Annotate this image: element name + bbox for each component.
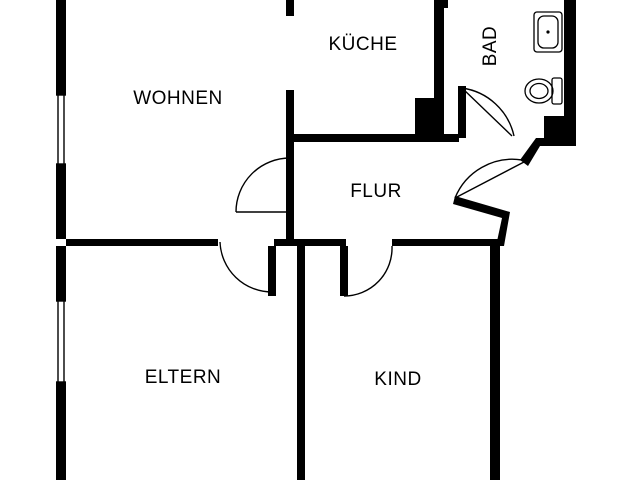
walls xyxy=(56,0,576,480)
room-label-flur: FLUR xyxy=(350,181,402,202)
sink-icon xyxy=(533,11,563,53)
room-label-wohnen: WOHNEN xyxy=(133,88,223,109)
room-label-bad: BAD xyxy=(480,25,501,67)
room-label-kueche: KÜCHE xyxy=(328,34,398,55)
doors xyxy=(219,87,525,297)
room-label-kind: KIND xyxy=(374,369,422,390)
windows xyxy=(56,94,66,383)
room-label-eltern: ELTERN xyxy=(144,367,222,388)
toilet-icon xyxy=(524,77,563,105)
